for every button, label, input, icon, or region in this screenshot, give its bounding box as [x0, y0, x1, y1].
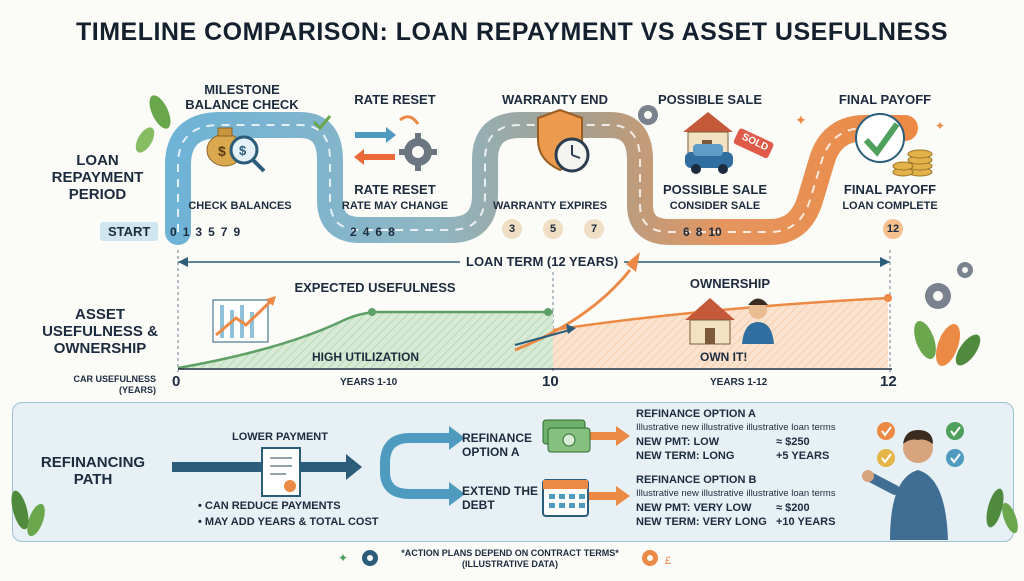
option-b-pmt-value: ≈ $200: [776, 502, 810, 514]
page-title: TIMELINE COMPARISON: LOAN REPAYMENT VS A…: [75, 18, 949, 46]
ownership-label: OWNERSHIP: [689, 276, 771, 291]
expected-usefulness-label: EXPECTED USEFULNESS: [294, 280, 456, 295]
refi-bullet-2: • MAY ADD YEARS & TOTAL COST: [198, 516, 379, 528]
years-a-label: YEARS 1-10: [340, 377, 398, 388]
svg-text:✦: ✦: [338, 551, 348, 565]
stage-sale-label: POSSIBLE SALE: [662, 182, 768, 197]
stage-rate-sub: RATE MAY CHANGE: [341, 200, 449, 212]
stage-payoff-sub: LOAN COMPLETE: [842, 200, 938, 212]
footer-line-2: (ILLUSTRATIVE DATA): [462, 559, 558, 569]
svg-text:£: £: [665, 555, 671, 567]
axis-tick-0: 0: [172, 373, 181, 390]
warranty-year-7: 7: [584, 219, 604, 239]
stage-payoff-label: FINAL PAYOFF: [843, 182, 937, 197]
stage-milestone-title: MILESTONE BALANCE CHECK: [185, 82, 299, 112]
option-b-title: REFINANCE OPTION B: [636, 474, 757, 486]
final-year-badge: 12: [883, 219, 903, 239]
own-it-label: OWN IT!: [700, 350, 748, 364]
loan-row-label: LOAN REPAYMENT PERIOD: [51, 152, 144, 203]
usefulness-area: [178, 312, 553, 368]
svg-text:$: $: [239, 143, 247, 158]
option-b-term: NEW TERM: VERY LONG: [636, 516, 767, 528]
refi-row-label: REFINANCING PATH: [40, 454, 146, 488]
option-a-term: NEW TERM: LONG: [636, 450, 735, 462]
svg-text:$: $: [218, 143, 226, 159]
stage-rate-title: RATE RESET: [354, 92, 436, 107]
stage-sale-title: POSSIBLE SALE: [657, 92, 763, 107]
extend-debt-label: EXTEND THE DEBT: [462, 484, 539, 512]
asset-row-label: ASSET USEFULNESS & OWNERSHIP: [42, 306, 158, 357]
warranty-year-3: 3: [502, 219, 522, 239]
svg-text:✦: ✦: [935, 119, 945, 133]
stage-milestone-label: CHECK BALANCES: [188, 200, 292, 212]
option-b-sub: Illustrative new illustrative illustrati…: [636, 488, 836, 499]
footer-note: *ACTION PLANS DEPEND ON CONTRACT TERMS* …: [380, 548, 640, 570]
option-b-term-value: +10 YEARS: [776, 516, 836, 528]
option-a-term-value: +5 YEARS: [776, 450, 830, 462]
refi-bullet-1: • CAN REDUCE PAYMENTS: [198, 500, 341, 512]
axis-tick-12: 12: [880, 373, 897, 390]
refi-option-a-label: REFINANCE OPTION A: [462, 431, 533, 459]
stage-warranty-title: WARRANTY END: [502, 92, 608, 107]
years-b-label: YEARS 1-12: [710, 377, 768, 388]
stage-sale-sub: CONSIDER SALE: [669, 200, 761, 212]
stage-payoff-title: FINAL PAYOFF: [838, 92, 932, 107]
footer-line-1: *ACTION PLANS DEPEND ON CONTRACT TERMS*: [401, 548, 619, 558]
lower-payment-label: LOWER PAYMENT: [232, 431, 328, 443]
stage-warranty-label: WARRANTY EXPIRES: [492, 200, 608, 212]
svg-text:✦: ✦: [795, 112, 807, 128]
high-utilization-label: HIGH UTILIZATION: [312, 350, 420, 364]
axis-label: CAR USEFULNESS (YEARS): [73, 374, 156, 395]
option-a-title: REFINANCE OPTION A: [636, 408, 756, 420]
option-a-sub: Illustrative new illustrative illustrati…: [636, 422, 836, 433]
axis-tick-10: 10: [542, 373, 559, 390]
loan-term-label: LOAN TERM (12 YEARS): [460, 254, 625, 269]
option-a-pmt-value: ≈ $250: [776, 436, 810, 448]
warranty-year-5: 5: [543, 219, 563, 239]
start-label: START: [100, 222, 159, 241]
option-a-pmt: NEW PMT: LOW: [636, 436, 720, 448]
stage-rate-label: RATE RESET: [354, 182, 436, 197]
option-b-pmt: NEW PMT: VERY LOW: [636, 502, 752, 514]
